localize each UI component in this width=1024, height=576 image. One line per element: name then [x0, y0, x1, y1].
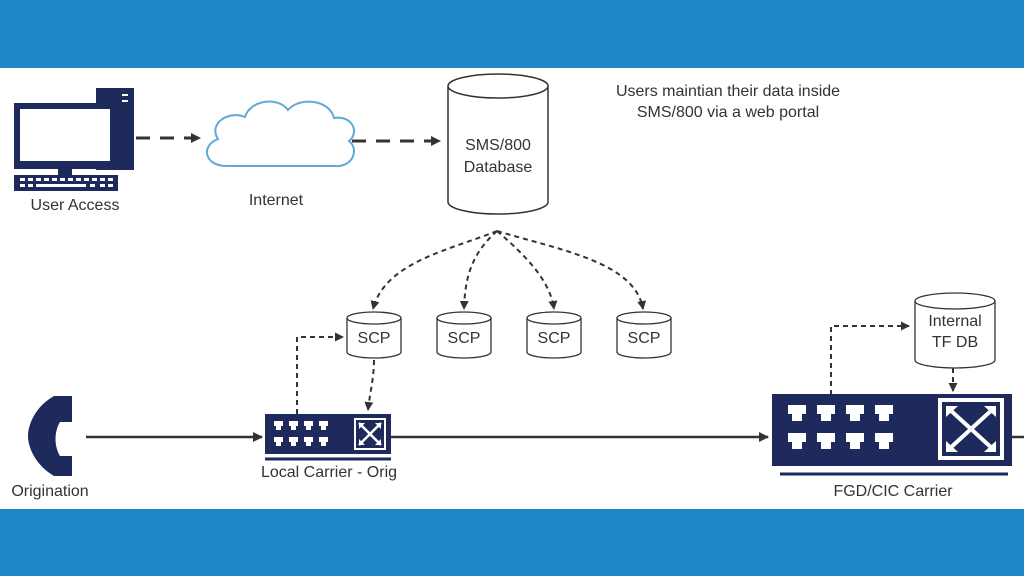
database-label-line2: Database: [464, 159, 533, 176]
scp-cylinder-4: SCP: [616, 311, 672, 359]
local-carrier-switch-icon: [265, 414, 391, 461]
phone-icon: [28, 396, 72, 476]
arrow-scp-to-local-switch: [364, 359, 375, 411]
arrow-fgd-to-internal-db: [830, 321, 910, 395]
computer-icon: [14, 88, 134, 191]
scp-label: SCP: [358, 330, 391, 347]
database-icon: [447, 73, 549, 215]
user-access-label: User Access: [31, 197, 120, 214]
scp-label: SCP: [448, 330, 481, 347]
scp-label: SCP: [538, 330, 571, 347]
fgd-carrier-switch-icon: [772, 394, 1012, 476]
top-banner: [0, 0, 1024, 68]
database-label-line1: SMS/800: [465, 137, 531, 154]
arrow-local-switch-to-scp: [296, 332, 344, 414]
cloud-icon: [206, 100, 355, 168]
origination-label: Origination: [11, 483, 88, 500]
note-line1: Users maintian their data inside: [616, 83, 840, 100]
internal-db-label-line2: TF DB: [932, 334, 978, 351]
local-carrier-label: Local Carrier - Orig: [261, 464, 397, 481]
internal-tf-db-icon: [914, 292, 996, 369]
bottom-banner: [0, 509, 1024, 576]
scp-cylinder-2: SCP: [436, 311, 492, 359]
arrow-db-to-scp-3: [496, 230, 558, 310]
arrow-db-to-scp-2: [459, 230, 498, 310]
fgd-carrier-label: FGD/CIC Carrier: [833, 483, 953, 500]
internet-label: Internet: [249, 192, 304, 209]
scp-label: SCP: [628, 330, 661, 347]
scp-cylinder-3: SCP: [526, 311, 582, 359]
note-line2: SMS/800 via a web portal: [637, 104, 819, 121]
arrow-db-to-scp-1: [370, 230, 498, 310]
arrow-db-to-scp-4: [496, 230, 647, 310]
internal-db-label-line1: Internal: [928, 313, 981, 330]
scp-cylinder-1: SCP: [346, 311, 402, 359]
